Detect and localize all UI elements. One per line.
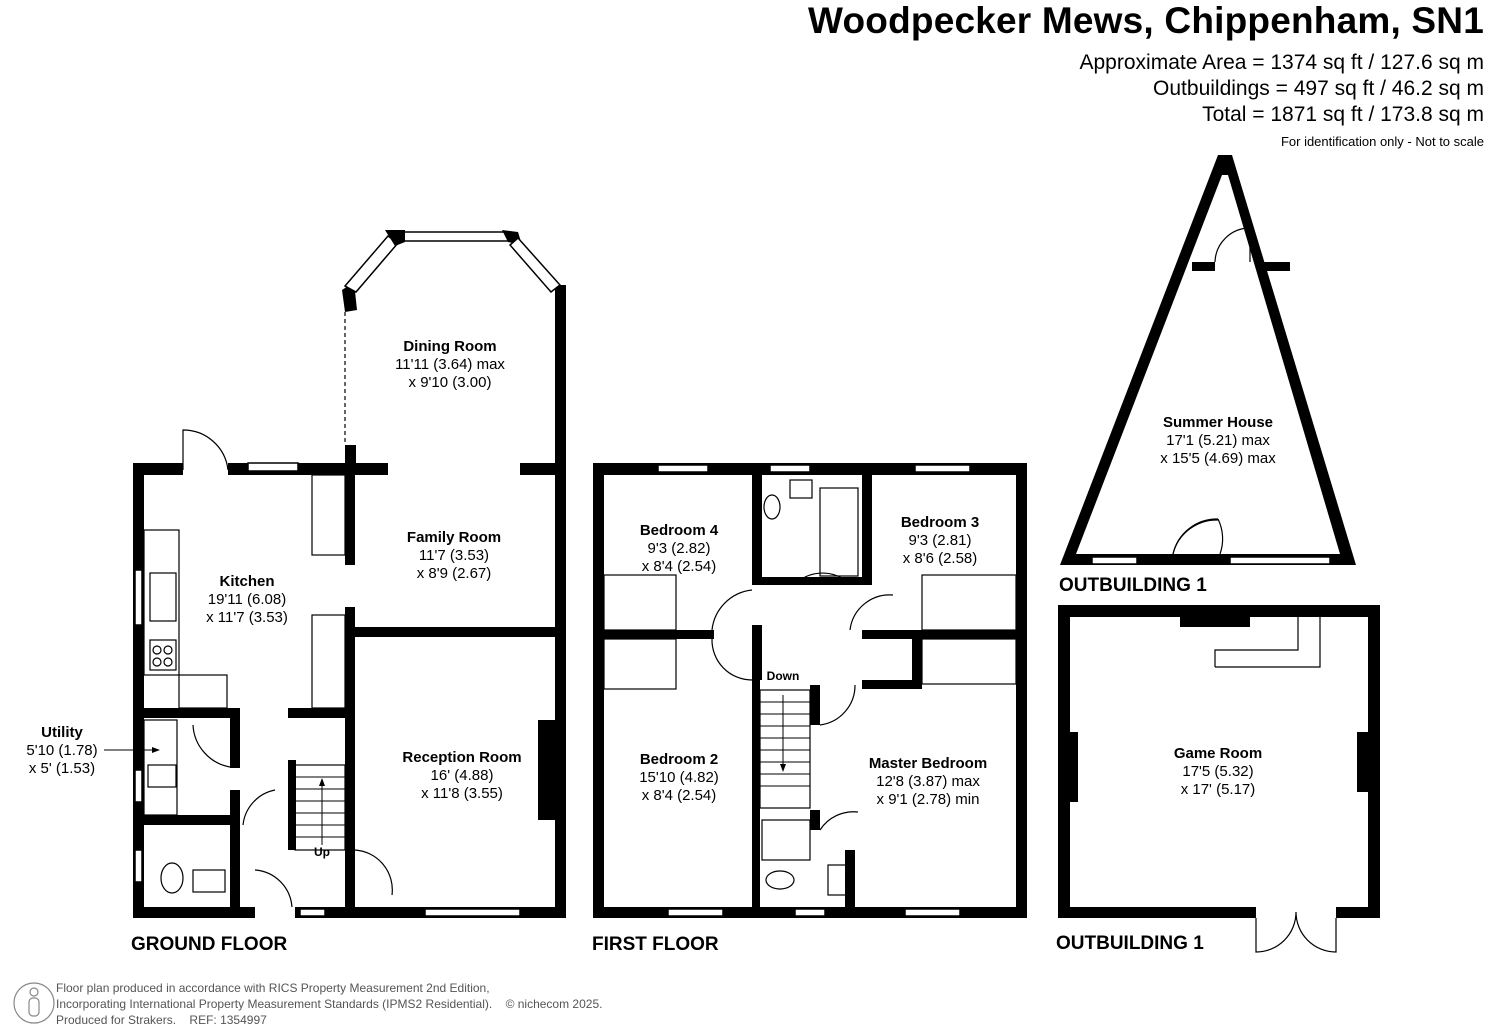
- room-dims-utility-2: x 5' (1.53): [29, 760, 95, 777]
- first-floor-plan: [593, 463, 1027, 918]
- footer-line-2: Incorporating International Property Mea…: [56, 996, 602, 1012]
- footer-ref: REF: 1354997: [189, 1013, 267, 1027]
- room-name-reception: Reception Room: [402, 749, 521, 766]
- room-name-summer-house: Summer House: [1163, 414, 1273, 431]
- room-dims-master-1: 12'8 (3.87) max: [876, 773, 980, 790]
- room-name-game-room: Game Room: [1174, 745, 1262, 762]
- room-name-dining: Dining Room: [403, 338, 496, 355]
- rics-person-logo-icon: [13, 982, 55, 1024]
- room-name-kitchen: Kitchen: [219, 573, 274, 590]
- room-dims-dining-2: x 9'10 (3.00): [409, 374, 492, 391]
- summer-house-plan: Summer House 17'1 (5.21) max x 15'5 (4.6…: [1059, 155, 1356, 596]
- room-dims-family-2: x 8'9 (2.67): [417, 565, 492, 582]
- stairs-up-label: Up: [314, 845, 330, 859]
- footer-copyright: © nichecom 2025.: [505, 997, 603, 1011]
- ground-floor-labels: Dining Room 11'11 (3.64) max x 9'10 (3.0…: [26, 338, 521, 955]
- room-dims-bedroom4-1: 9'3 (2.82): [648, 540, 711, 557]
- scale-note: For identification only - Not to scale: [1280, 134, 1484, 149]
- room-dims-dining-1: 11'11 (3.64) max: [395, 356, 505, 373]
- property-title: Woodpecker Mews, Chippenham, SN1: [808, 0, 1484, 41]
- ground-floor-plan: [104, 230, 566, 918]
- room-dims-master-2: x 9'1 (2.78) min: [877, 791, 980, 808]
- floor-label-first: FIRST FLOOR: [592, 934, 719, 955]
- floor-label-ground: GROUND FLOOR: [131, 934, 287, 955]
- room-dims-kitchen-1: 19'11 (6.08): [208, 591, 286, 608]
- room-name-master: Master Bedroom: [869, 755, 987, 772]
- outbuildings-area: Outbuildings = 497 sq ft / 46.2 sq m: [1153, 77, 1484, 100]
- total-area: Total = 1871 sq ft / 173.8 sq m: [1202, 103, 1484, 126]
- room-dims-game-room-1: 17'5 (5.32): [1182, 763, 1253, 780]
- room-dims-summer-house-1: 17'1 (5.21) max: [1166, 432, 1270, 449]
- room-dims-kitchen-2: x 11'7 (3.53): [206, 609, 288, 626]
- stairs-down-label: Down: [767, 669, 800, 683]
- room-dims-bedroom4-2: x 8'4 (2.54): [642, 558, 717, 575]
- first-floor-labels: Bedroom 4 9'3 (2.82) x 8'4 (2.54) Bedroo…: [592, 514, 987, 955]
- room-dims-bedroom3-1: 9'3 (2.81): [909, 532, 972, 549]
- room-name-bedroom4: Bedroom 4: [640, 522, 719, 539]
- room-dims-game-room-2: x 17' (5.17): [1181, 781, 1256, 798]
- room-dims-reception-1: 16' (4.88): [431, 767, 494, 784]
- floor-label-outbuilding-game: OUTBUILDING 1: [1056, 933, 1204, 954]
- floor-label-outbuilding-summer: OUTBUILDING 1: [1059, 575, 1207, 596]
- game-room-plan: Game Room 17'5 (5.32) x 17' (5.17) OUTBU…: [1056, 605, 1380, 954]
- footer-produced-for: Produced for Strakers.: [56, 1013, 177, 1027]
- room-name-bedroom3: Bedroom 3: [901, 514, 979, 531]
- room-dims-family-1: 11'7 (3.53): [419, 547, 489, 564]
- room-dims-bedroom3-2: x 8'6 (2.58): [903, 550, 978, 567]
- room-dims-reception-2: x 11'8 (3.55): [421, 785, 503, 802]
- room-dims-summer-house-2: x 15'5 (4.69) max: [1160, 450, 1276, 467]
- room-dims-bedroom2-2: x 8'4 (2.54): [642, 787, 717, 804]
- room-dims-bedroom2-1: 15'10 (4.82): [639, 769, 719, 786]
- footer-line-3: Produced for Strakers. REF: 1354997: [56, 1012, 267, 1028]
- room-name-utility: Utility: [41, 724, 83, 741]
- room-name-bedroom2: Bedroom 2: [640, 751, 718, 768]
- approximate-area: Approximate Area = 1374 sq ft / 127.6 sq…: [1079, 51, 1485, 74]
- footer-ipms: Incorporating International Property Mea…: [56, 997, 493, 1011]
- room-dims-utility-1: 5'10 (1.78): [26, 742, 97, 759]
- room-name-family: Family Room: [407, 529, 501, 546]
- footer-line-1: Floor plan produced in accordance with R…: [56, 981, 490, 995]
